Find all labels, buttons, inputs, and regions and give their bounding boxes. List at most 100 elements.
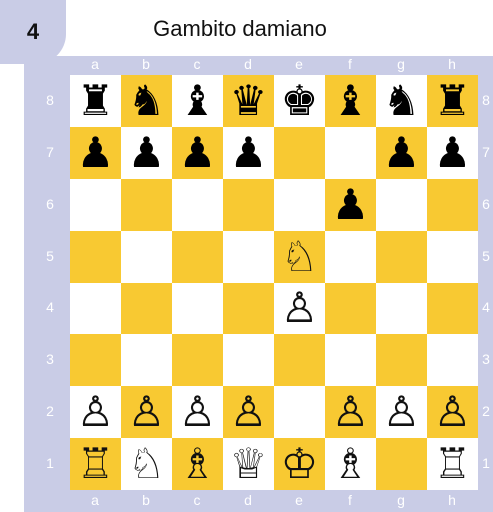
square-h8[interactable]: ♜ (427, 75, 478, 127)
square-e1[interactable]: ♔ (274, 438, 325, 490)
square-g6[interactable] (376, 179, 427, 231)
square-a2[interactable]: ♙ (70, 386, 121, 438)
square-f7[interactable] (325, 127, 376, 179)
white-rook-icon[interactable]: ♖ (434, 443, 472, 485)
square-f5[interactable] (325, 231, 376, 283)
square-e7[interactable] (274, 127, 325, 179)
square-d5[interactable] (223, 231, 274, 283)
square-b8[interactable]: ♞ (121, 75, 172, 127)
square-e8[interactable]: ♚ (274, 75, 325, 127)
square-a3[interactable] (70, 334, 121, 386)
black-bishop-icon[interactable]: ♝ (332, 80, 370, 122)
black-bishop-icon[interactable]: ♝ (179, 80, 217, 122)
square-b7[interactable]: ♟ (121, 127, 172, 179)
white-rook-icon[interactable]: ♖ (77, 443, 115, 485)
black-pawn-icon[interactable]: ♟ (179, 132, 217, 174)
square-a5[interactable] (70, 231, 121, 283)
square-f8[interactable]: ♝ (325, 75, 376, 127)
square-b3[interactable] (121, 334, 172, 386)
square-g1[interactable] (376, 438, 427, 490)
black-knight-icon[interactable]: ♞ (128, 80, 166, 122)
black-pawn-icon[interactable]: ♟ (230, 132, 268, 174)
square-h1[interactable]: ♖ (427, 438, 478, 490)
white-pawn-icon[interactable]: ♙ (332, 391, 370, 433)
square-a8[interactable]: ♜ (70, 75, 121, 127)
white-pawn-icon[interactable]: ♙ (179, 391, 217, 433)
square-c7[interactable]: ♟ (172, 127, 223, 179)
black-pawn-icon[interactable]: ♟ (77, 132, 115, 174)
square-f6[interactable]: ♟ (325, 179, 376, 231)
file-label-b-top: b (121, 56, 171, 72)
white-pawn-icon[interactable]: ♙ (128, 391, 166, 433)
square-a7[interactable]: ♟ (70, 127, 121, 179)
square-b4[interactable] (121, 283, 172, 335)
white-queen-icon[interactable]: ♕ (230, 443, 268, 485)
square-b6[interactable] (121, 179, 172, 231)
square-e6[interactable] (274, 179, 325, 231)
square-d3[interactable] (223, 334, 274, 386)
square-d4[interactable] (223, 283, 274, 335)
square-d7[interactable]: ♟ (223, 127, 274, 179)
square-a6[interactable] (70, 179, 121, 231)
square-f3[interactable] (325, 334, 376, 386)
square-e5[interactable]: ♘ (274, 231, 325, 283)
square-d2[interactable]: ♙ (223, 386, 274, 438)
black-pawn-icon[interactable]: ♟ (128, 132, 166, 174)
square-h2[interactable]: ♙ (427, 386, 478, 438)
square-g3[interactable] (376, 334, 427, 386)
white-knight-icon[interactable]: ♘ (128, 443, 166, 485)
square-d6[interactable] (223, 179, 274, 231)
black-pawn-icon[interactable]: ♟ (434, 132, 472, 174)
square-d8[interactable]: ♛ (223, 75, 274, 127)
square-e3[interactable] (274, 334, 325, 386)
file-label-d-bottom: d (223, 492, 273, 508)
file-label-a-bottom: a (70, 492, 120, 508)
square-h6[interactable] (427, 179, 478, 231)
black-rook-icon[interactable]: ♜ (434, 80, 472, 122)
square-g8[interactable]: ♞ (376, 75, 427, 127)
square-e4[interactable]: ♙ (274, 283, 325, 335)
white-pawn-icon[interactable]: ♙ (281, 287, 319, 329)
white-pawn-icon[interactable]: ♙ (77, 391, 115, 433)
square-b1[interactable]: ♘ (121, 438, 172, 490)
square-d1[interactable]: ♕ (223, 438, 274, 490)
black-knight-icon[interactable]: ♞ (383, 80, 421, 122)
square-g2[interactable]: ♙ (376, 386, 427, 438)
square-f4[interactable] (325, 283, 376, 335)
square-b2[interactable]: ♙ (121, 386, 172, 438)
square-c3[interactable] (172, 334, 223, 386)
square-c6[interactable] (172, 179, 223, 231)
white-pawn-icon[interactable]: ♙ (230, 391, 268, 433)
square-c8[interactable]: ♝ (172, 75, 223, 127)
black-king-icon[interactable]: ♚ (281, 80, 319, 122)
file-label-e-top: e (274, 56, 324, 72)
square-f1[interactable]: ♗ (325, 438, 376, 490)
white-knight-icon[interactable]: ♘ (281, 236, 319, 278)
square-h3[interactable] (427, 334, 478, 386)
square-a1[interactable]: ♖ (70, 438, 121, 490)
black-rook-icon[interactable]: ♜ (77, 80, 115, 122)
square-h5[interactable] (427, 231, 478, 283)
square-f2[interactable]: ♙ (325, 386, 376, 438)
square-h7[interactable]: ♟ (427, 127, 478, 179)
square-c4[interactable] (172, 283, 223, 335)
white-pawn-icon[interactable]: ♙ (383, 391, 421, 433)
square-b5[interactable] (121, 231, 172, 283)
black-queen-icon[interactable]: ♛ (230, 80, 268, 122)
square-g7[interactable]: ♟ (376, 127, 427, 179)
black-pawn-icon[interactable]: ♟ (383, 132, 421, 174)
black-pawn-icon[interactable]: ♟ (332, 184, 370, 226)
square-g5[interactable] (376, 231, 427, 283)
square-g4[interactable] (376, 283, 427, 335)
square-c1[interactable]: ♗ (172, 438, 223, 490)
white-bishop-icon[interactable]: ♗ (179, 443, 217, 485)
square-c5[interactable] (172, 231, 223, 283)
square-a4[interactable] (70, 283, 121, 335)
square-e2[interactable] (274, 386, 325, 438)
square-c2[interactable]: ♙ (172, 386, 223, 438)
white-pawn-icon[interactable]: ♙ (434, 391, 472, 433)
file-label-b-bottom: b (121, 492, 171, 508)
square-h4[interactable] (427, 283, 478, 335)
white-king-icon[interactable]: ♔ (281, 443, 319, 485)
white-bishop-icon[interactable]: ♗ (332, 443, 370, 485)
